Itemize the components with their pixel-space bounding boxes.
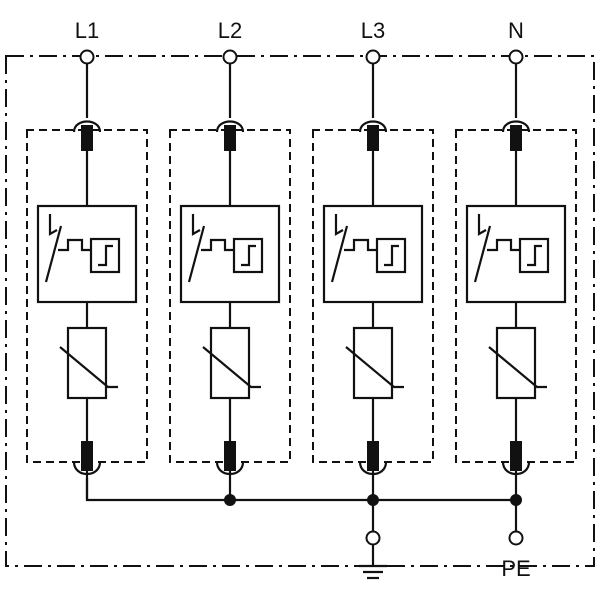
fuse-icon [224, 441, 236, 471]
terminal-l3 [365, 49, 381, 65]
fuse-icon [81, 125, 93, 151]
terminal-label-n: N [508, 18, 524, 43]
module-frame-l1 [26, 129, 148, 463]
terminal-l1 [79, 49, 95, 65]
module-frame-l2 [169, 129, 291, 463]
contact-top-n [501, 120, 531, 133]
spark-gap-icon [330, 214, 407, 283]
varistor-icon [202, 326, 261, 400]
earth-terminal [365, 530, 381, 546]
module-frame-n [455, 129, 577, 463]
terminal-label-l2: L2 [218, 18, 242, 43]
pe-terminal [508, 530, 524, 546]
fuse-icon [510, 125, 522, 151]
terminal-n [508, 49, 524, 65]
protection-module-n [455, 49, 577, 500]
junction-dot-l2 [224, 494, 236, 506]
contact-top-l3 [358, 120, 388, 133]
fuse-icon [224, 125, 236, 151]
varistor-icon [59, 326, 118, 400]
protection-module-l1 [26, 49, 148, 500]
common-bus [85, 478, 516, 502]
fuse-icon [510, 441, 522, 471]
fuse-icon [367, 441, 379, 471]
enclosure-outline [5, 55, 595, 567]
terminal-label-l3: L3 [361, 18, 385, 43]
terminal-l2 [222, 49, 238, 65]
contact-top-l1 [72, 120, 102, 133]
module-frame-l3 [312, 129, 434, 463]
protection-module-l2 [169, 49, 291, 500]
spark-gap-icon [187, 214, 264, 283]
contact-top-l2 [215, 120, 245, 133]
protection-module-l3 [312, 49, 434, 500]
terminal-label-l1: L1 [75, 18, 99, 43]
ground-icon [359, 545, 387, 580]
varistor-icon [345, 326, 404, 400]
pe-label: PE [501, 556, 530, 581]
fuse-icon [81, 441, 93, 471]
spark-gap-icon [44, 214, 121, 283]
varistor-icon [488, 326, 547, 400]
fuse-icon [367, 125, 379, 151]
spark-gap-icon [473, 214, 550, 283]
